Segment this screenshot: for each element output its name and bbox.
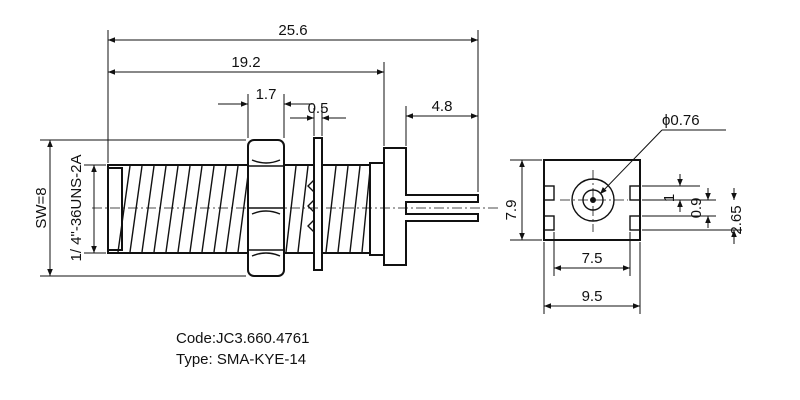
side-dimensions: 25.6 19.2 1.7 0.5 4.8 SW=8 1/ 4"-36UNS-2… <box>33 22 479 277</box>
tail-length-label: 4.8 <box>432 98 453 115</box>
part-code: Code:JC3.660.4761 <box>176 330 310 347</box>
thread-lines-right <box>325 165 371 253</box>
left-upper-tab <box>543 185 555 201</box>
wrench-size-label: SW=8 <box>33 187 50 228</box>
thread-spec-label: 1/ 4"-36UNS-2A <box>68 154 85 261</box>
thread-lines-left <box>117 165 249 253</box>
pin-diameter-label: ϕ0.76 <box>662 112 700 129</box>
thread-lines-mid <box>285 165 309 253</box>
tab-height-label: 0.9 <box>688 198 705 219</box>
inner-width-label: 7.5 <box>582 250 603 267</box>
part-type: Type: SMA-KYE-14 <box>176 351 307 368</box>
front-view <box>543 159 641 241</box>
washer-thickness-label: 0.5 <box>308 100 329 117</box>
outer-width-label: 9.5 <box>582 288 603 305</box>
rear-collar <box>369 162 385 256</box>
nut-width-label: 1.7 <box>256 86 277 103</box>
pcb-flange-with-tail <box>383 147 479 266</box>
pin-height-label: 2.65 <box>728 205 745 234</box>
pin-offset-label: 1 <box>661 194 678 202</box>
right-upper-tab <box>629 185 641 201</box>
right-lower-tab <box>629 215 641 231</box>
front-dimensions: ϕ0.76 7.9 1 0.9 2.65 7.5 9.5 <box>503 112 745 314</box>
side-view <box>92 137 500 277</box>
overall-length-label: 25.6 <box>278 22 307 39</box>
left-lower-tab <box>543 215 555 231</box>
flange-height-label: 7.9 <box>503 200 520 221</box>
body-length-label: 19.2 <box>231 54 260 71</box>
barrel-end-cap <box>107 167 123 251</box>
